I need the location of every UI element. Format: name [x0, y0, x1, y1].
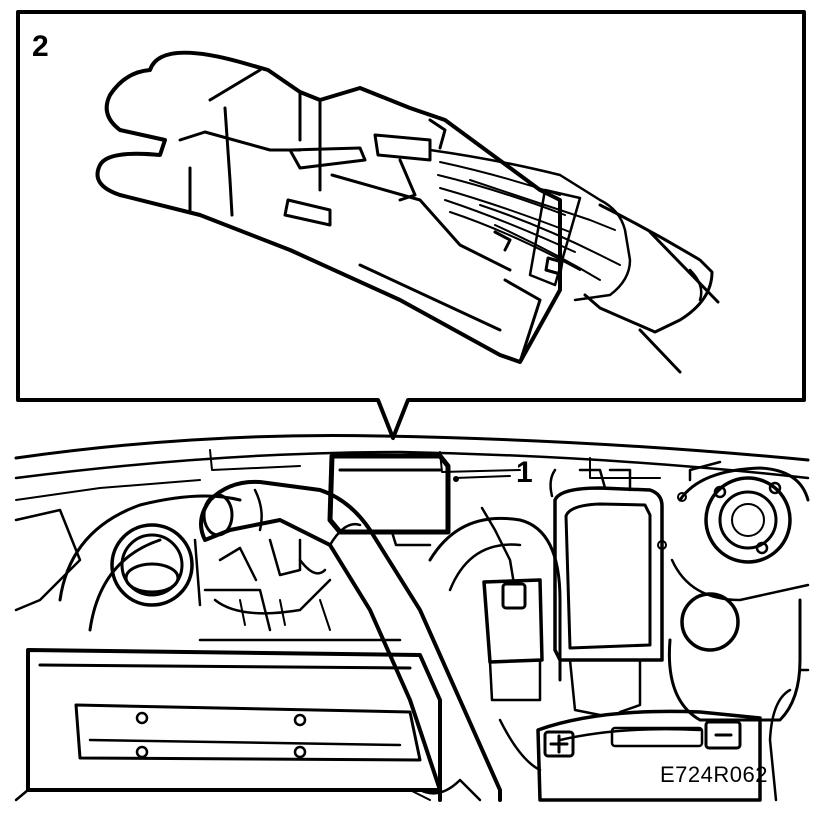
brake-servo — [428, 516, 562, 682]
coolant-reservoir — [667, 592, 810, 802]
battery-negative-terminal — [704, 720, 742, 750]
leader-line-1 — [454, 475, 511, 479]
leader-dot-1 — [453, 476, 459, 482]
connector-housing — [95, 50, 562, 364]
intake-duct — [199, 479, 502, 802]
callout-number-inset: 2 — [32, 30, 49, 63]
brake-fluid-reservoir — [480, 506, 544, 702]
callout-number-module: 1 — [516, 456, 533, 489]
cable-tie — [528, 188, 582, 287]
battery-positive-terminal — [543, 730, 575, 758]
strut-tower-right — [670, 460, 810, 602]
wire-bundle — [428, 148, 720, 374]
battery — [536, 709, 762, 802]
engine-left-components — [58, 494, 402, 642]
engine-bay — [14, 433, 810, 802]
oil-filler-cap — [110, 523, 194, 607]
inset-detail — [16, 10, 806, 440]
inset-frame — [16, 10, 806, 440]
fuse-box — [549, 468, 667, 717]
plus-sign-icon — [549, 734, 569, 754]
figure-code: E724R062 — [660, 762, 768, 787]
cam-cover — [14, 648, 442, 802]
control-module-box — [327, 453, 511, 547]
